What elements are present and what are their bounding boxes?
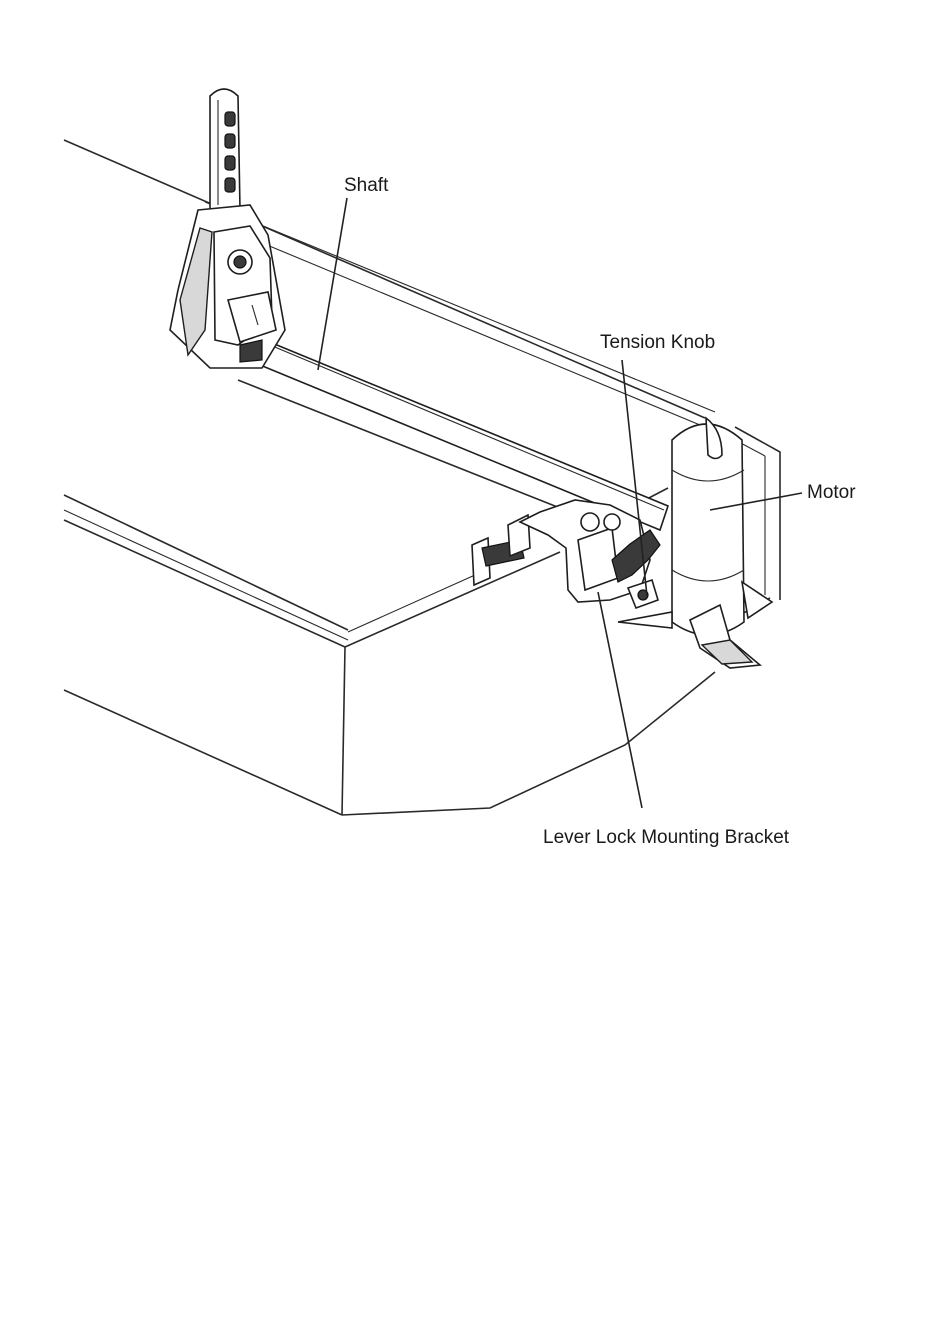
motor-label: Motor xyxy=(807,482,856,503)
shaft-label: Shaft xyxy=(344,175,389,196)
mounting-bracket xyxy=(472,500,660,608)
bracket-label: Lever Lock Mounting Bracket xyxy=(543,827,790,848)
shaft xyxy=(248,336,668,530)
shaft-leader xyxy=(318,198,347,370)
tension-knob-label: Tension Knob xyxy=(600,332,715,353)
